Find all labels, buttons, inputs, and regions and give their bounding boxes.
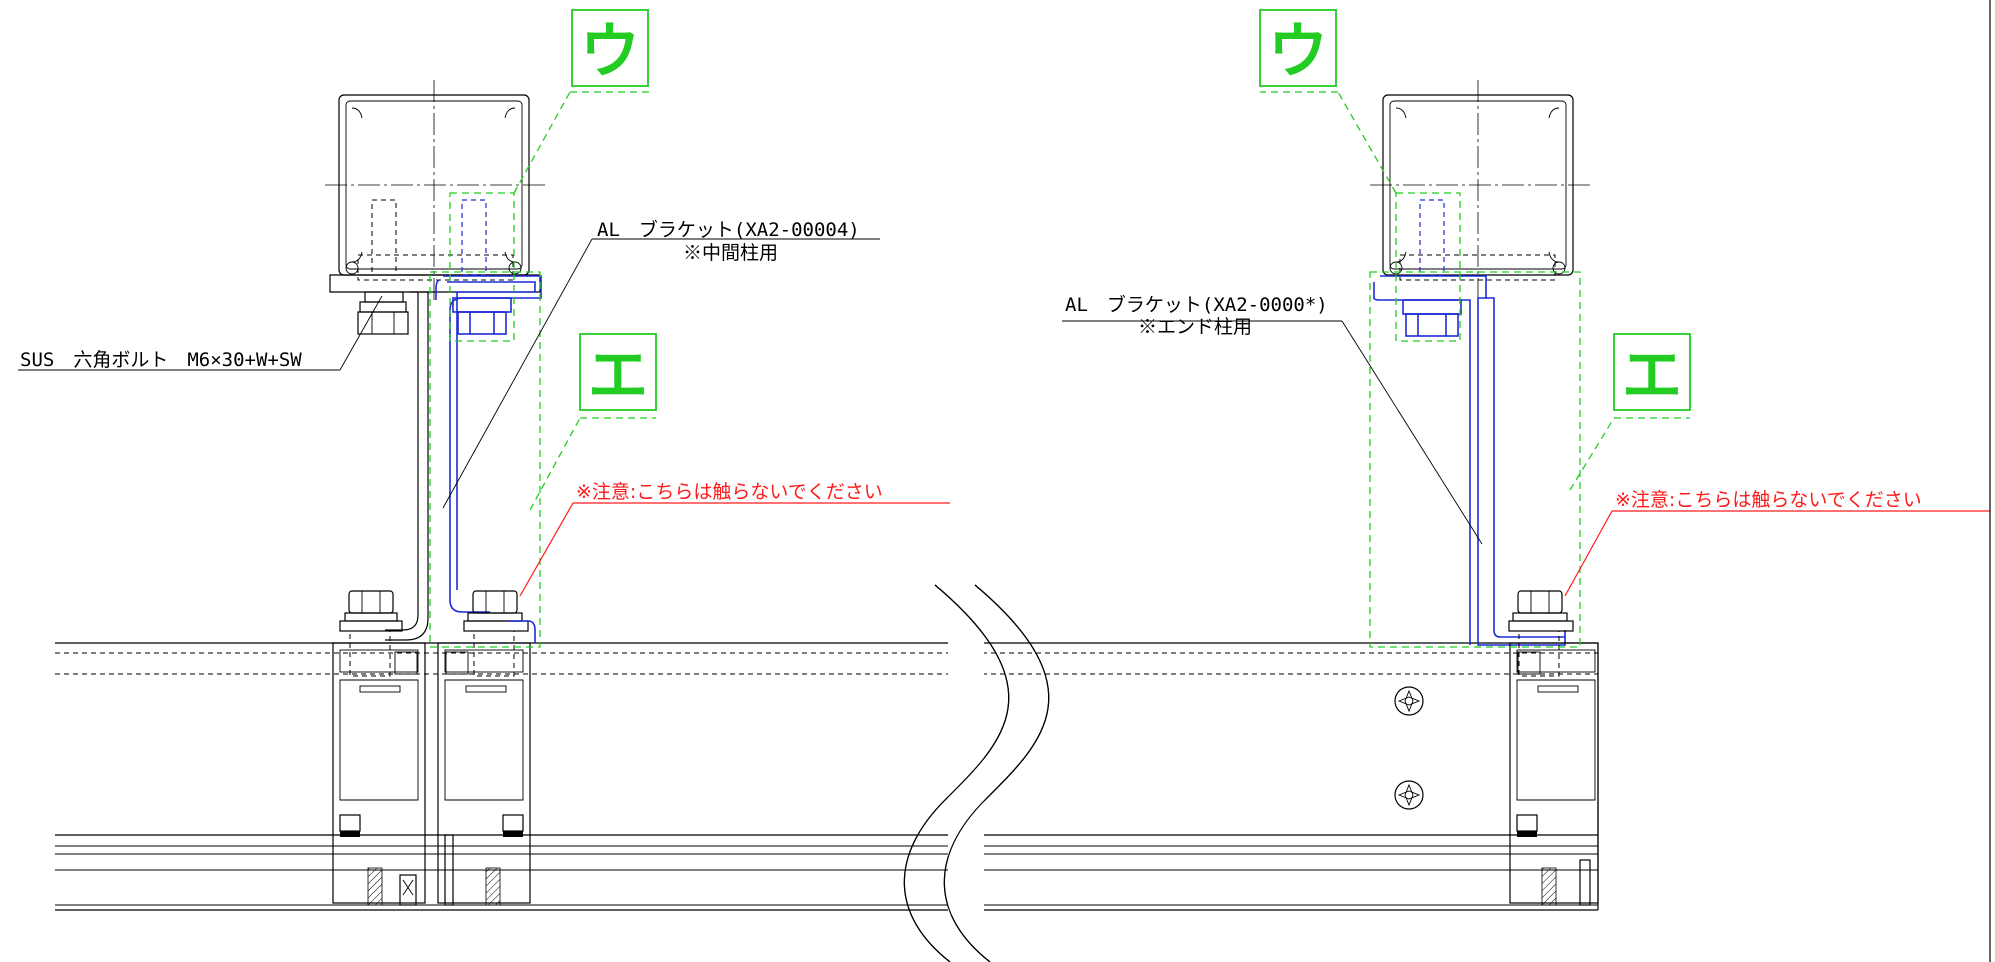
marker-u-right-text: ウ [1268,17,1328,87]
frame-profile [332,642,426,906]
break-line [903,584,1050,962]
warning-label-right: ※注意:こちらは触らないでください [1615,489,1922,511]
screw-icon [1394,780,1424,810]
leader-lines [18,238,1990,597]
marker-e-left: エ [579,333,657,411]
hex-bolt-icon [463,590,536,677]
marker-e-right-text: エ [1622,341,1682,411]
marker-u-left-text: ウ [580,17,640,87]
screw-icon [1394,686,1424,716]
marker-zone-e-left [429,271,656,648]
marker-zone-u-left [449,91,650,342]
bracket-black [385,291,429,641]
bracket-end-note: ※エンド柱用 [1138,316,1252,338]
bracket-mid-label: AL ブラケット(XA2-00004) [597,218,860,241]
marker-e-left-text: エ [588,341,648,411]
bolt-label: SUS 六角ボルト M6×30+W+SW [20,349,302,371]
frame-profile [1509,642,1599,906]
post-end [1370,80,1590,300]
rail-beam [55,642,1599,911]
marker-u-left: ウ [571,9,649,87]
bracket-blue-end [1373,199,1566,646]
marker-zone-u-right [1260,91,1461,342]
marker-zone-e-right [1369,271,1690,648]
marker-e-right: エ [1613,333,1691,411]
bracket-blue-middle [435,199,542,613]
frame-profile [437,642,531,906]
hex-bolt-icon [339,590,403,677]
hex-bolt-icon [1508,590,1574,677]
warning-label-left: ※注意:こちらは触らないでください [576,481,883,503]
post-middle [325,80,545,300]
marker-u-right: ウ [1259,9,1337,87]
bracket-end-label: AL ブラケット(XA2-0000*) [1065,293,1328,316]
bracket-mid-note: ※中間柱用 [683,242,778,264]
hex-bolt-icon [357,291,409,335]
